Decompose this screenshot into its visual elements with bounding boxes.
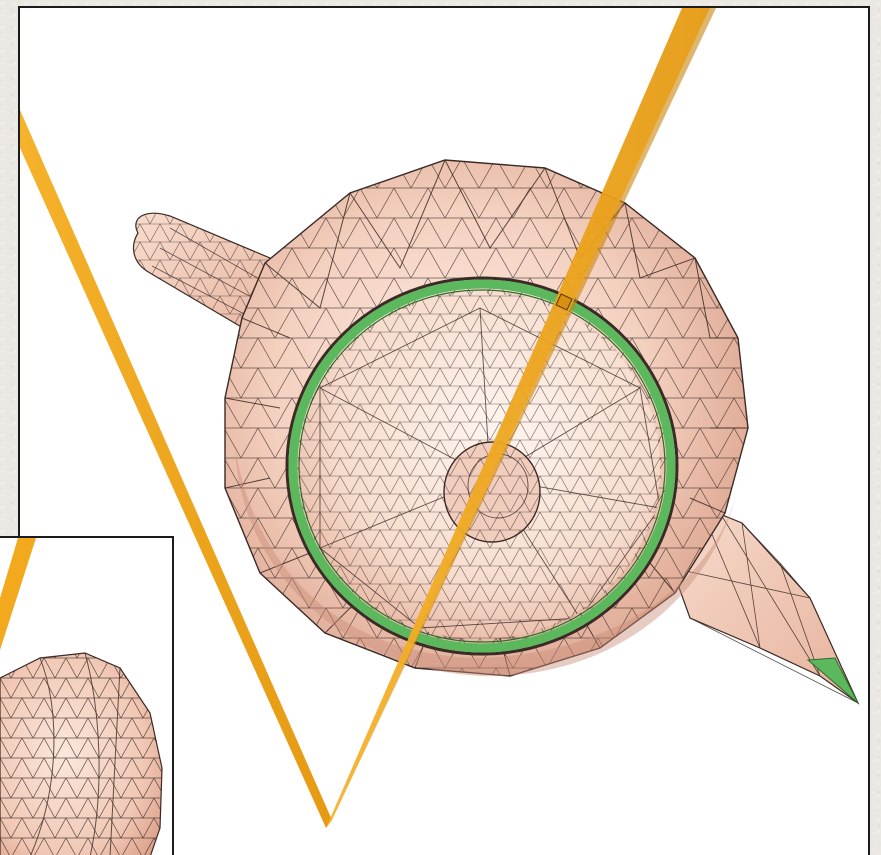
inset-cutting-plane (0, 538, 36, 650)
inset-view-canvas (0, 538, 170, 855)
inset-view-panel (0, 536, 174, 855)
inset-teapot-mesh (0, 653, 162, 855)
